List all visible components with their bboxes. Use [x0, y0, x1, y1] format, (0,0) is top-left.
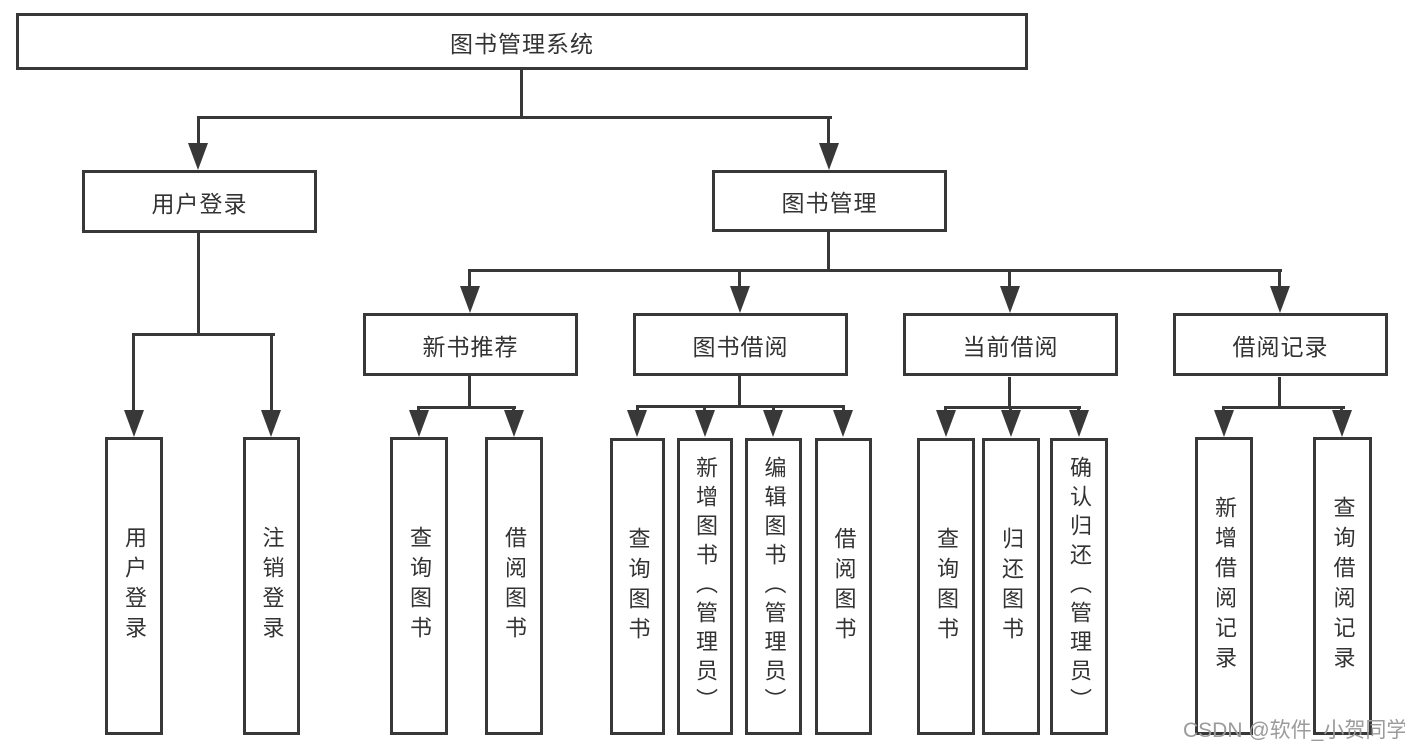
leaf-logout: 注销登录	[243, 437, 300, 735]
node-book-borrow: 图书借阅	[633, 313, 848, 376]
arrow-to-br-add	[1214, 410, 1234, 437]
edge-drop-bb-add	[703, 405, 706, 413]
edge-user-login-stem	[197, 233, 200, 335]
arrow-to-book-management	[819, 143, 839, 170]
edge-drop-bb-query	[636, 405, 639, 413]
leaf-br-query-record: 查询借阅记录	[1313, 437, 1372, 735]
arrow-to-cb-return	[1001, 410, 1021, 437]
edge-drop-current-borrow	[1008, 269, 1011, 289]
leaf-bb-add-book-admin: 新增图书（管理员）	[677, 438, 733, 735]
leaf-logout-label: 注销登录	[259, 526, 285, 646]
node-new-book-recommend: 新书推荐	[363, 313, 578, 376]
leaf-nb-query-books-label: 查询图书	[407, 526, 432, 646]
edge-drop-user-login	[197, 116, 200, 146]
edge-user-login-bus	[132, 333, 275, 336]
arrow-to-cb-query	[936, 410, 956, 437]
arrow-to-bb-edit	[763, 410, 783, 437]
arrow-to-bb-borrow	[833, 410, 853, 437]
leaf-cb-confirm-return-admin: 确认归还（管理员）	[1050, 438, 1108, 735]
arrow-to-cb-confirm	[1069, 410, 1089, 437]
edge-drop-login-leaf	[132, 333, 135, 411]
arrow-to-borrow-records	[1270, 286, 1290, 313]
edge-drop-bb-edit	[772, 405, 775, 413]
edge-book-borrow-bus	[636, 405, 845, 408]
arrow-to-book-borrow	[730, 286, 750, 313]
edge-current-borrow-stem	[1008, 377, 1011, 408]
arrow-to-logout-leaf	[261, 410, 281, 437]
edge-current-borrow-bus	[944, 406, 1081, 409]
csdn-watermark: CSDN @软件_小贺同学	[1183, 719, 1405, 742]
node-current-borrow: 当前借阅	[903, 313, 1118, 376]
leaf-cb-return-book-label: 归还图书	[999, 526, 1024, 647]
edge-drop-book-management	[827, 116, 830, 146]
arrow-to-login-leaf	[124, 410, 144, 437]
node-user-login: 用户登录	[82, 170, 317, 233]
leaf-bb-query-books: 查询图书	[610, 438, 665, 735]
arrow-to-bb-add	[695, 410, 715, 437]
arrow-to-user-login	[188, 143, 208, 170]
leaf-nb-borrow-books: 借阅图书	[485, 437, 543, 735]
edge-book-borrow-stem	[738, 376, 741, 407]
edge-borrow-records-stem	[1278, 377, 1281, 408]
arrow-to-new-book	[460, 286, 480, 313]
leaf-user-login-label: 用户登录	[122, 526, 147, 646]
arrow-to-nb-borrow	[504, 410, 524, 437]
node-root-library-system: 图书管理系统	[16, 13, 1028, 70]
node-book-management: 图书管理	[712, 170, 947, 232]
edge-borrow-records-bus	[1222, 406, 1345, 409]
leaf-bb-borrow-books-label: 借阅图书	[831, 526, 857, 647]
leaf-bb-add-book-admin-label: 新增图书（管理员）	[693, 456, 718, 717]
leaf-cb-query-books-label: 查询图书	[934, 526, 959, 647]
leaf-bb-edit-book-admin-label: 编辑图书（管理员）	[761, 456, 787, 717]
edge-drop-borrow-records	[1278, 269, 1281, 289]
leaf-br-query-record-label: 查询借阅记录	[1330, 496, 1356, 676]
edge-new-book-bus	[417, 406, 516, 409]
leaf-br-add-record: 新增借阅记录	[1195, 437, 1253, 735]
edge-root-stem	[520, 68, 523, 118]
arrow-to-nb-query	[409, 410, 429, 437]
arrow-to-bb-query	[627, 410, 647, 437]
edge-new-book-stem	[468, 376, 471, 408]
edge-drop-book-borrow	[738, 269, 741, 289]
edge-drop-logout-leaf	[270, 333, 273, 411]
edge-drop-bb-borrow	[842, 405, 845, 413]
node-borrow-records: 借阅记录	[1173, 313, 1388, 376]
arrow-to-current-borrow	[1000, 286, 1020, 313]
leaf-cb-query-books: 查询图书	[917, 438, 975, 735]
leaf-nb-query-books: 查询图书	[390, 437, 448, 735]
edge-root-bus	[197, 116, 832, 119]
leaf-bb-edit-book-admin: 编辑图书（管理员）	[745, 438, 802, 735]
leaf-cb-return-book: 归还图书	[982, 438, 1040, 735]
leaf-br-add-record-label: 新增借阅记录	[1212, 496, 1237, 676]
leaf-cb-confirm-return-admin-label: 确认归还（管理员）	[1067, 456, 1092, 717]
edge-book-mgmt-bus	[468, 269, 1282, 272]
edge-drop-new-book	[468, 269, 471, 289]
leaf-bb-query-books-label: 查询图书	[625, 526, 651, 647]
edge-book-mgmt-stem	[827, 232, 830, 271]
leaf-bb-borrow-books: 借阅图书	[815, 438, 872, 735]
leaf-user-login: 用户登录	[105, 437, 163, 735]
leaf-nb-borrow-books-label: 借阅图书	[502, 526, 527, 646]
arrow-to-br-query	[1332, 410, 1352, 437]
